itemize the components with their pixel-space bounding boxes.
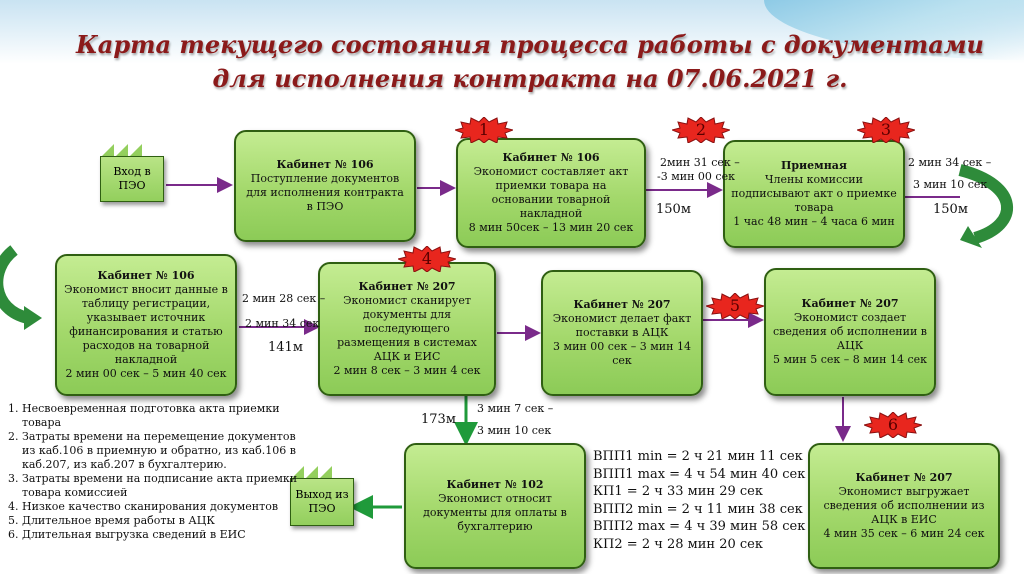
transition-1-distance: 150м — [656, 202, 691, 217]
title-line-2: для исполнения контракта на 07.06.2021 г… — [212, 64, 848, 93]
curved-arrow-right-head — [960, 226, 982, 248]
stat-line: ВПП1 min = 2 ч 21 мин 11 сек — [593, 449, 803, 464]
issue-item: Низкое качество сканирования документов — [22, 500, 302, 514]
transition-4-distance: 173м — [421, 412, 456, 427]
starburst-icon — [398, 246, 456, 272]
stat-line: КП1 = 2 ч 33 мин 29 сек — [593, 484, 763, 500]
issue-badge-2: 2 — [672, 117, 730, 143]
badge-number: 1 — [478, 120, 490, 139]
starburst-icon — [864, 412, 922, 438]
issue-item: Длительная выгрузка сведений в ЕИС — [22, 528, 302, 542]
issue-item: Длительное время работы в АЦК — [22, 514, 302, 528]
issue-badge-6: 6 — [864, 412, 922, 438]
transition-4-time-a: 3 мин 7 сек – — [477, 402, 554, 415]
process-box-5: Кабинет № 207 Экономист сканирует докуме… — [318, 262, 496, 396]
exit-factory: Выход из ПЭО — [290, 460, 354, 526]
box-text: Экономист сканирует документы для послед… — [337, 294, 477, 363]
badge-number: 3 — [880, 120, 892, 139]
issue-item: Несвоевременная подготовка акта приемки … — [22, 402, 302, 430]
page-title: Карта текущего состояния процесса работы… — [60, 28, 1000, 96]
box-title: Кабинет № 207 — [855, 471, 953, 484]
box-title: Кабинет № 106 — [97, 269, 195, 282]
process-box-1: Кабинет № 106 Поступление документов для… — [234, 130, 416, 242]
box-time: 2 мин 8 сек – 3 мин 4 сек — [333, 364, 481, 377]
box-text: Экономист составляет акт приемки товара … — [473, 165, 629, 220]
transition-2-distance: 150м — [933, 202, 968, 217]
box-title: Кабинет № 106 — [502, 151, 600, 164]
box-time: 8 мин 50сек – 13 мин 20 сек — [468, 221, 634, 234]
box-time: 1 час 48 мин – 4 часа 6 мин — [733, 215, 895, 228]
transition-4-time-b: 3 мин 10 сек — [477, 424, 552, 437]
box-time: 3 мин 00 сек – 3 мин 14 сек — [553, 340, 691, 367]
badge-number: 2 — [695, 120, 707, 139]
badge-number: 5 — [729, 296, 741, 315]
box-text: Экономист вносит данные в таблицу регист… — [64, 283, 228, 366]
issue-badge-4: 4 — [398, 246, 456, 272]
process-box-6: Кабинет № 207 Экономист делает факт пост… — [541, 270, 703, 396]
transition-3-time-b: 2 мин 34 сек — [245, 317, 320, 330]
entry-label: Вход в ПЭО — [100, 156, 164, 202]
timing-summary: ВПП1 min = 2 ч 21 мин 11 сек ВПП1 max = … — [593, 448, 805, 554]
issue-item: Затраты времени на подписание акта прием… — [22, 472, 302, 500]
title-line-1: Карта текущего состояния процесса работы… — [75, 30, 985, 59]
stat-line: КП2 = 2 ч 28 мин 20 сек — [593, 536, 763, 552]
curved-arrow-left-head — [24, 306, 42, 330]
curved-arrow-right — [958, 164, 1014, 244]
box-time: 2 мин 00 сек – 5 мин 40 сек — [65, 367, 227, 380]
starburst-icon — [455, 117, 513, 143]
box-time: 4 мин 35 сек – 6 мин 24 сек — [823, 527, 985, 540]
box-text: Экономист выгружает сведения об исполнен… — [823, 485, 985, 526]
process-box-4: Кабинет № 106 Экономист вносит данные в … — [55, 254, 237, 396]
starburst-icon — [857, 117, 915, 143]
stat-line: ВПП1 max = 4 ч 54 мин 40 сек — [593, 466, 806, 482]
transition-3-distance: 141м — [268, 340, 303, 355]
box-title: Кабинет № 102 — [446, 478, 544, 491]
process-box-2: Кабинет № 106 Экономист составляет акт п… — [456, 138, 646, 248]
box-title: Кабинет № 207 — [573, 298, 671, 311]
curved-arrow-left — [0, 245, 30, 324]
issue-badge-1: 1 — [455, 117, 513, 143]
entry-factory: Вход в ПЭО — [100, 140, 164, 202]
issue-item: Затраты времени на перемещение документо… — [22, 430, 302, 472]
box-text: Экономист относит документы для оплаты в… — [423, 492, 567, 533]
issue-badge-3: 3 — [857, 117, 915, 143]
badge-number: 4 — [421, 249, 433, 268]
box-title: Приемная — [780, 159, 848, 172]
transition-2-time-b: 3 мин 10 сек — [913, 178, 988, 191]
box-text: Экономист делает факт поставки в АЦК — [552, 312, 692, 339]
process-box-8: Кабинет № 102 Экономист относит документ… — [404, 443, 586, 569]
process-box-9: Кабинет № 207 Экономист выгружает сведен… — [808, 443, 1000, 569]
transition-3-time-a: 2 мин 28 сек – — [242, 292, 326, 305]
box-time: 5 мин 5 сек – 8 мин 14 сек — [773, 353, 927, 366]
box-title: Кабинет № 207 — [801, 297, 899, 310]
box-title: Кабинет № 207 — [358, 280, 456, 293]
stat-line: ВПП2 max = 4 ч 39 мин 58 сек — [593, 519, 806, 535]
starburst-icon — [706, 293, 764, 319]
transition-1-time-a: 2мин 31 сек – — [660, 156, 740, 169]
process-box-3: Приемная Члены комиссии подписывают акт … — [723, 140, 905, 248]
issue-badge-5: 5 — [706, 293, 764, 319]
issues-list: Несвоевременная подготовка акта приемки … — [2, 402, 302, 542]
exit-label: Выход из ПЭО — [290, 478, 354, 526]
box-title: Кабинет № 106 — [276, 158, 374, 171]
box-text: Поступление документов для исполнения ко… — [246, 172, 404, 213]
box-text: Члены комиссии подписывают акт о приемке… — [731, 173, 897, 214]
badge-number: 6 — [887, 415, 899, 434]
starburst-icon — [672, 117, 730, 143]
stat-line: ВПП2 min = 2 ч 11 мин 38 сек — [593, 501, 803, 517]
process-box-7: Кабинет № 207 Экономист создает сведения… — [764, 268, 936, 396]
transition-1-time-b: -3 мин 00 сек — [657, 170, 735, 183]
box-text: Экономист создает сведения об исполнении… — [773, 311, 927, 352]
transition-2-time-a: 2 мин 34 сек – — [908, 156, 992, 169]
